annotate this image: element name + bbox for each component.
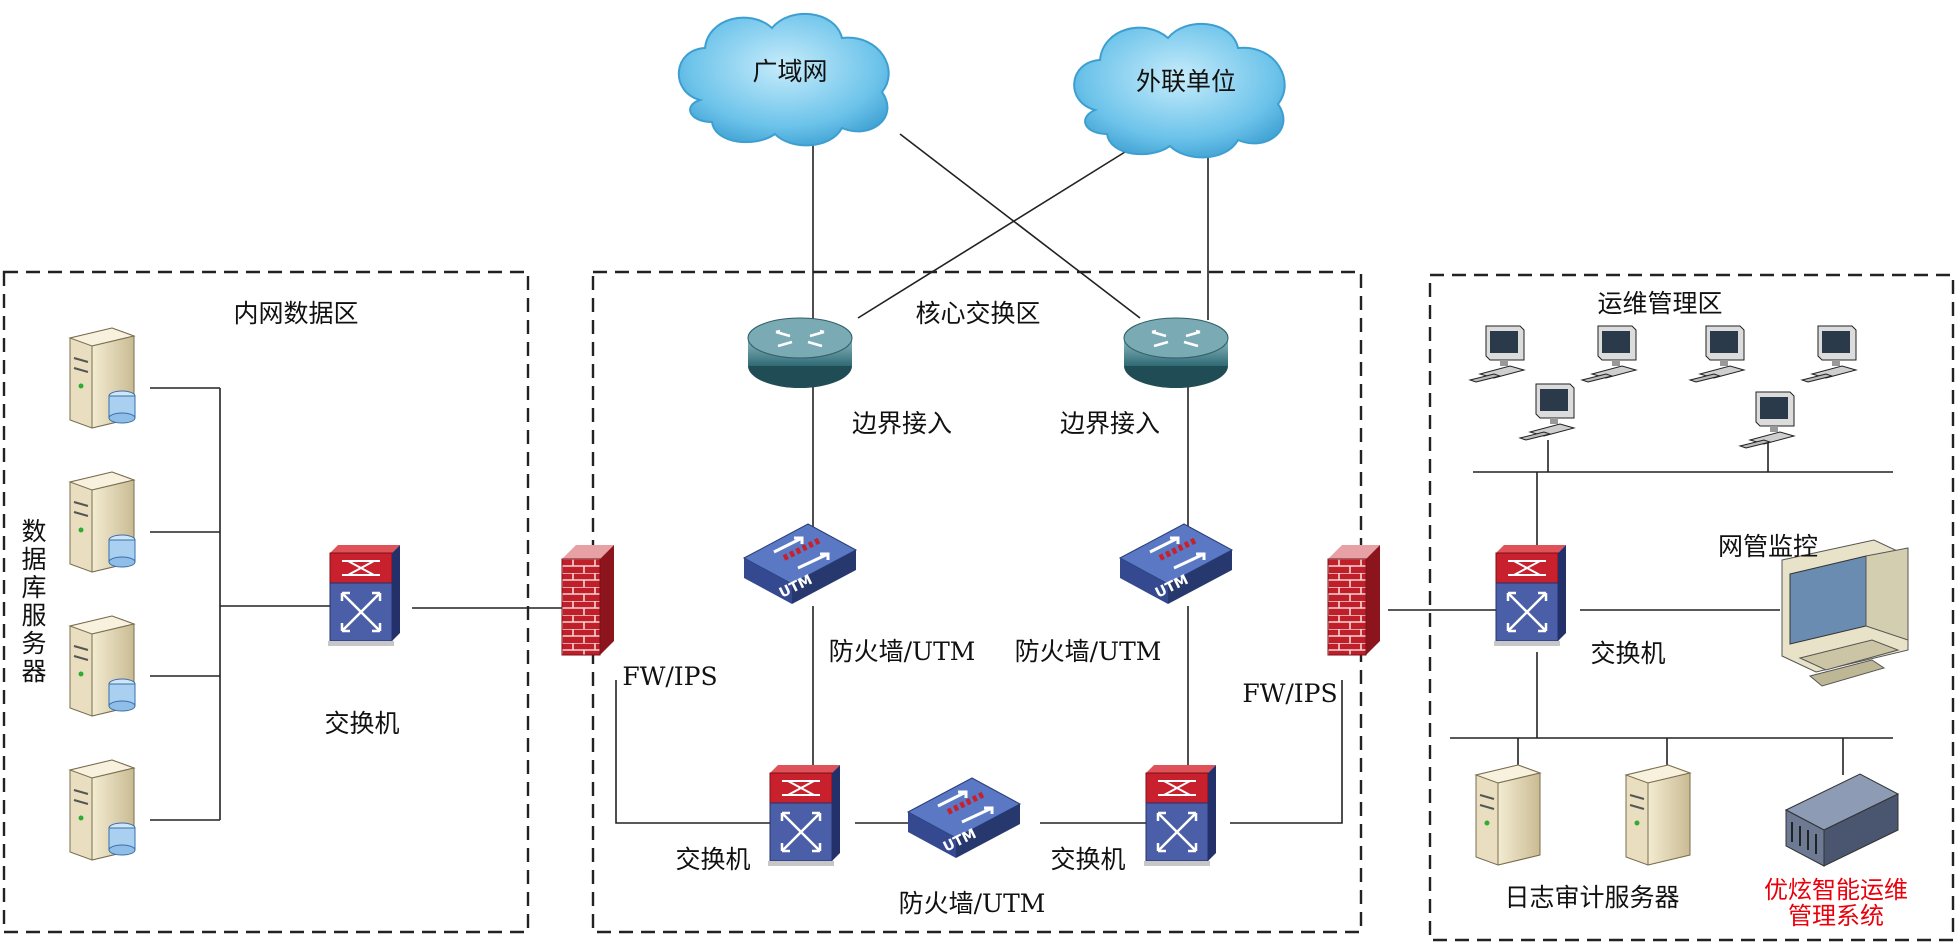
fw-ips-right-label: FW/IPS [1242,679,1337,708]
db-server-1 [69,327,136,429]
nms-label: 网管监控 [1718,532,1818,561]
svg-text:库: 库 [21,573,46,602]
wan-cloud-label: 广域网 [752,57,827,86]
fw-ips-right [1327,544,1381,656]
db-server-4 [69,759,136,861]
ops-system-appliance [1784,773,1900,867]
fw-ips-left [561,544,615,656]
core-switch-right-label: 交换机 [1050,845,1125,874]
db-server-3 [69,615,136,717]
intranet-zone-title: 内网数据区 [233,299,358,328]
core-zone-title: 核心交换区 [915,299,1040,328]
log-audit-server-1 [1475,764,1541,866]
border-router-right [1122,316,1230,390]
ops-switch-label: 交换机 [1590,639,1665,668]
border-router-left-label: 边界接入 [852,409,952,438]
ops-zone-title: 运维管理区 [1597,289,1722,318]
ops-workstation-3 [1689,325,1745,383]
utm-right-label: 防火墙/UTM [1015,637,1162,666]
core-switch-right [1142,763,1218,868]
svg-text:数: 数 [21,517,46,546]
border-router-left [746,316,854,390]
connection-lines [150,133,1893,824]
intranet-zone-border [2,270,530,934]
ops-system-label-line1: 优炫智能运维 [1764,876,1908,904]
log-audit-server-2 [1625,764,1691,866]
svg-text:务: 务 [21,629,46,658]
intranet-switch-label: 交换机 [324,709,399,738]
ops-workstation-1 [1469,325,1525,383]
border-router-right-label: 边界接入 [1060,409,1160,438]
core-switch-left [766,763,842,868]
utm-bottom-label: 防火墙/UTM [899,889,1046,918]
utm-left-label: 防火墙/UTM [829,637,976,666]
svg-text:据: 据 [21,545,46,574]
intranet-switch [326,543,402,648]
nms-monitor-computer [1781,539,1909,687]
ops-switch [1492,543,1568,648]
core-switch-left-label: 交换机 [675,845,750,874]
ops-workstation-6 [1739,391,1795,449]
db-server-2 [69,471,136,573]
ops-system-label-line2: 管理系统 [1788,902,1884,930]
ops-workstation-4 [1801,325,1857,383]
ops-workstation-2 [1581,325,1637,383]
db-servers-vertical-label: 数 据 库 服 务 器 [21,517,46,686]
log-audit-label: 日志审计服务器 [1504,883,1679,912]
svg-text:器: 器 [21,657,46,686]
ops-workstation-5 [1519,383,1575,441]
wan-cloud: 广域网 [677,12,890,147]
external-unit-label: 外联单位 [1136,67,1236,96]
fw-ips-left-label: FW/IPS [622,662,717,691]
core-zone-border [591,270,1363,934]
svg-text:服: 服 [21,601,46,630]
external-unit-cloud: 外联单位 [1073,22,1286,159]
